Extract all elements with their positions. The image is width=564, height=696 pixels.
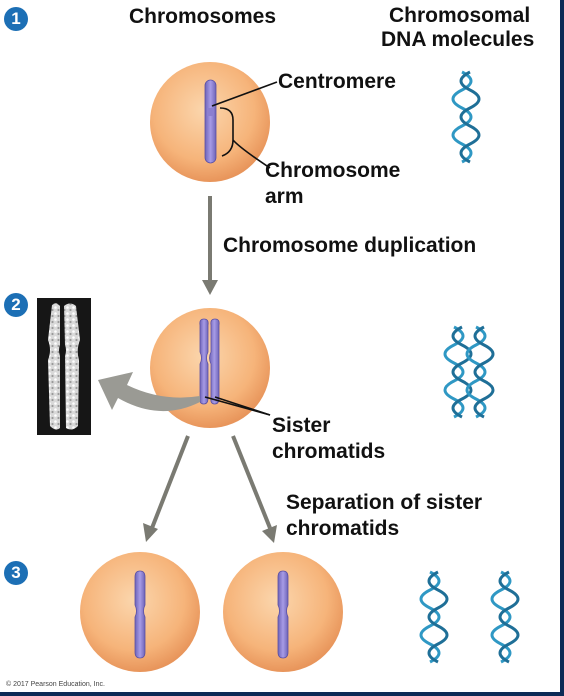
step-3-badge: 3 [4, 561, 28, 585]
header-dna-line2: DNA molecules [381, 28, 535, 51]
chromosome-arm-bracket [219, 107, 271, 169]
header-dna-line1: Chromosomal [389, 4, 531, 27]
dna-helix-step2-left [443, 325, 473, 419]
micrograph-arrow [98, 372, 200, 412]
chromosome-step3-right [277, 570, 289, 659]
dna-helix-step3-left [419, 570, 449, 664]
sister-leader-2 [214, 396, 271, 416]
centromere-leader [211, 81, 278, 107]
label-chromosome-arm-line2: arm [265, 185, 304, 208]
label-separation-line1: Separation of sister [286, 491, 483, 514]
duplication-arrow [202, 196, 218, 295]
label-sister-line2: chromatids [272, 440, 386, 463]
separation-arrow-left [143, 435, 190, 542]
separation-arrow-right [231, 435, 277, 543]
dna-helix-step3-right [490, 570, 520, 664]
chromosome-duplicated [199, 318, 220, 405]
dna-helix-step1 [451, 70, 481, 164]
label-separation-line2: chromatids [286, 517, 400, 540]
label-duplication: Chromosome duplication [223, 234, 477, 257]
frame-bottom-border [0, 692, 564, 696]
chromosome-micrograph [37, 298, 91, 435]
dna-helix-step2-right [465, 325, 495, 419]
copyright-notice: © 2017 Pearson Education, Inc. [6, 681, 105, 688]
label-centromere: Centromere [278, 70, 396, 93]
chromosome-step3-left [134, 570, 146, 659]
step-2-badge: 2 [4, 293, 28, 317]
label-sister-line1: Sister [272, 414, 331, 437]
step-1-badge: 1 [4, 7, 28, 31]
frame-right-border [560, 0, 564, 696]
label-chromosome-arm-line1: Chromosome [265, 159, 401, 182]
header-chromosomes: Chromosomes [129, 5, 277, 28]
chromosome-unduplicated [204, 79, 217, 164]
